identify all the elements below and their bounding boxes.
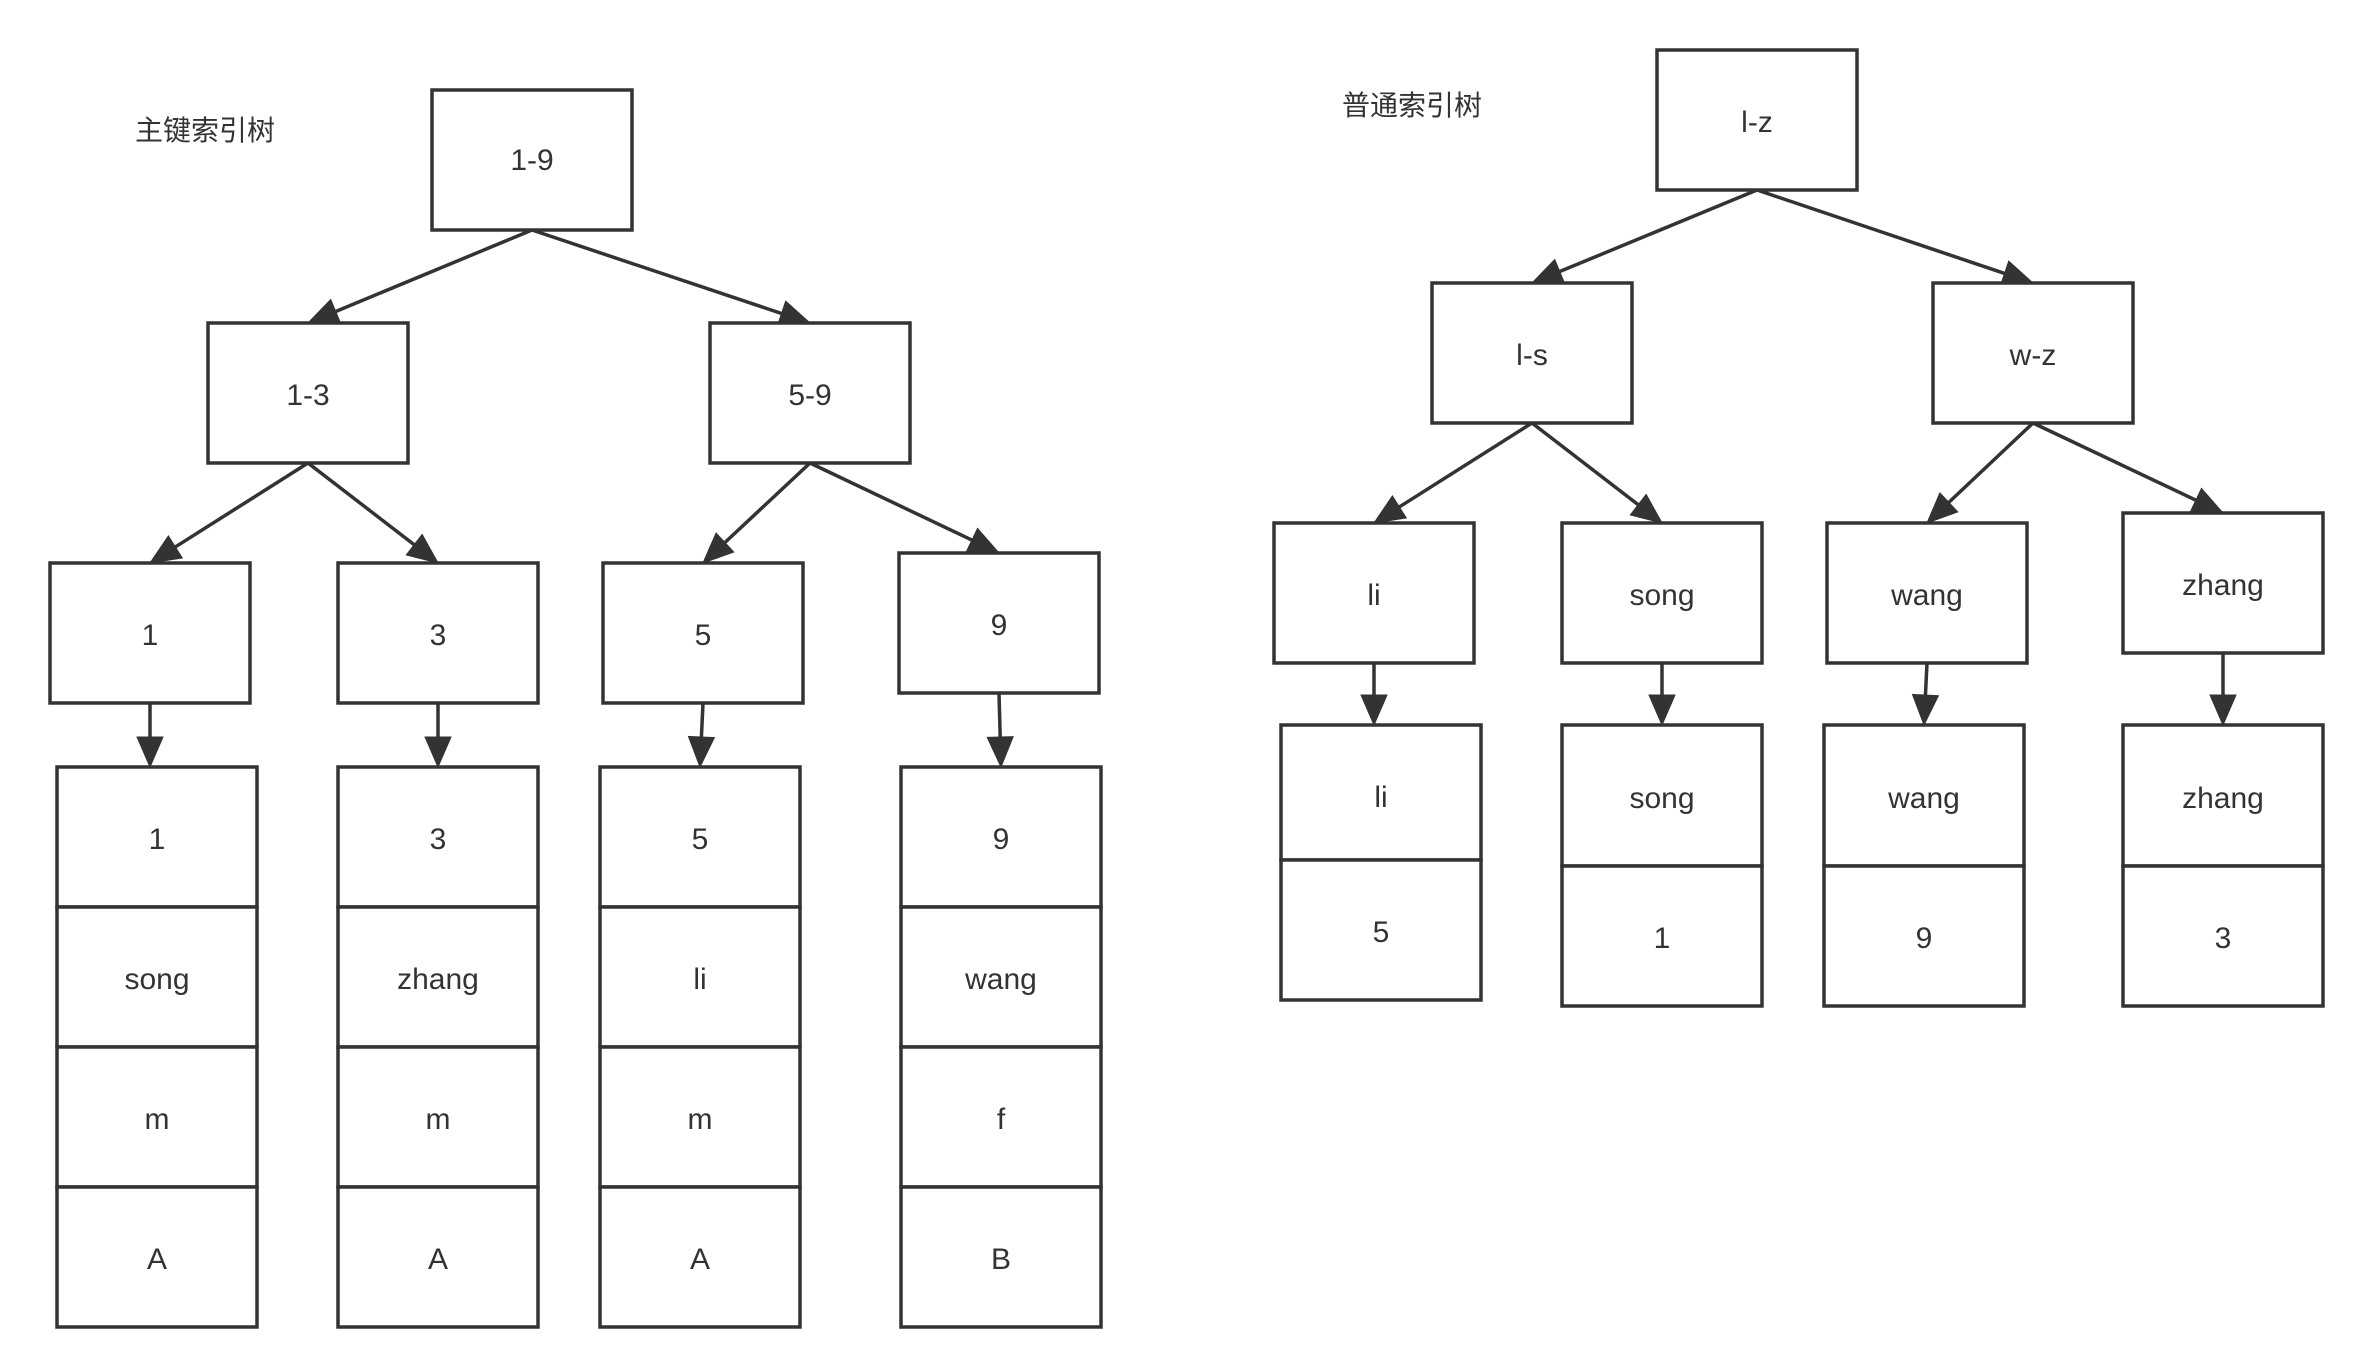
arrowhead-icon — [1372, 495, 1408, 524]
secondary-data-row: song 1 — [1560, 723, 1764, 1008]
tree-edges — [136, 188, 2237, 769]
arrowhead-icon — [424, 736, 452, 769]
row-cell: li — [1374, 781, 1387, 814]
node-label: 3 — [430, 619, 447, 652]
node-label: 1 — [142, 619, 159, 652]
primary-internal-node[interactable]: 1-3 — [206, 321, 410, 465]
edge-line — [997, 692, 1002, 738]
primary-leaf-node[interactable]: 9 — [897, 551, 1101, 695]
primary-data-row: 9 wang f B — [899, 765, 1103, 1329]
arrowhead-icon — [1911, 693, 1940, 727]
row-cell: m — [688, 1103, 713, 1136]
row-cell: li — [693, 963, 706, 996]
edge-line — [809, 461, 973, 542]
row-cell: 3 — [2215, 922, 2232, 955]
arrowhead-icon — [405, 533, 439, 564]
primary-data-row: 3 zhang m A — [336, 765, 540, 1329]
arrowhead-icon — [965, 527, 1001, 554]
row-cell: A — [428, 1243, 448, 1276]
primary-leaf-node[interactable]: 5 — [601, 561, 805, 705]
edge-line — [2032, 421, 2197, 502]
row-cell: B — [991, 1243, 1011, 1276]
primary-data-row: 5 li m A — [598, 765, 802, 1329]
row-cell: wang — [1887, 782, 1960, 815]
node-label: l-z — [1741, 106, 1773, 139]
edge-line — [531, 228, 783, 316]
node-label: li — [1367, 579, 1380, 612]
secondary-leaf-node[interactable]: song — [1560, 521, 1764, 665]
edge-line — [306, 461, 416, 547]
row-cell: zhang — [397, 963, 479, 996]
arrowhead-icon — [306, 298, 342, 325]
arrowhead-icon — [986, 736, 1014, 769]
secondary-data-row: li 5 — [1279, 723, 1483, 1002]
node-label: 5 — [695, 619, 712, 652]
arrowhead-icon — [687, 735, 716, 769]
arrowhead-icon — [702, 532, 735, 564]
node-label: song — [1629, 579, 1694, 612]
arrowhead-icon — [136, 736, 164, 769]
node-label: 1-3 — [286, 379, 329, 412]
primary-root-node[interactable]: 1-9 — [430, 88, 634, 232]
node-label: w-z — [2009, 339, 2057, 372]
row-cell: song — [1629, 782, 1694, 815]
row-cell: song — [124, 963, 189, 996]
arrowhead-icon — [1360, 694, 1388, 727]
row-cell: m — [426, 1103, 451, 1136]
secondary-internal-node[interactable]: l-s — [1430, 281, 1634, 425]
secondary-internal-node[interactable]: w-z — [1931, 281, 2135, 425]
node-label: wang — [1890, 579, 1963, 612]
arrowhead-icon — [2209, 694, 2237, 727]
row-cell: 5 — [692, 823, 709, 856]
edge-line — [1947, 421, 2035, 504]
edge-line — [1559, 188, 1758, 274]
edge-line — [723, 461, 812, 544]
row-cell: A — [690, 1243, 710, 1276]
node-label: 9 — [991, 609, 1008, 642]
arrowhead-icon — [1648, 694, 1676, 727]
arrowhead-icon — [148, 535, 184, 564]
row-cell: wang — [964, 963, 1037, 996]
primary-leaf-node[interactable]: 3 — [336, 561, 540, 705]
secondary-data-row: zhang 3 — [2121, 723, 2325, 1008]
primary-internal-node[interactable]: 5-9 — [708, 321, 912, 465]
secondary-data-row: wang 9 — [1822, 723, 2026, 1008]
row-cell: 1 — [1654, 922, 1671, 955]
edge-line — [1923, 662, 1929, 696]
arrowhead-icon — [1926, 492, 1959, 524]
row-cell: 5 — [1373, 916, 1390, 949]
row-cell: zhang — [2182, 782, 2264, 815]
edge-line — [335, 228, 533, 314]
row-cell: 1 — [149, 823, 166, 856]
primary-tree: 1-9 1-3 5-9 1 3 5 9 — [48, 88, 1103, 1329]
arrowhead-icon — [1530, 258, 1566, 285]
primary-leaf-node[interactable]: 1 — [48, 561, 252, 705]
edge-line — [699, 702, 705, 738]
arrowhead-icon — [2189, 487, 2225, 514]
node-label: 5-9 — [788, 379, 831, 412]
secondary-leaf-node[interactable]: li — [1272, 521, 1476, 665]
edge-line — [1530, 421, 1640, 507]
secondary-root-node[interactable]: l-z — [1655, 48, 1859, 192]
primary-tree-title: 主键索引树 — [135, 115, 275, 146]
secondary-leaf-node[interactable]: wang — [1825, 521, 2029, 665]
row-cell: A — [147, 1243, 167, 1276]
edge-line — [174, 461, 309, 549]
secondary-leaf-node[interactable]: zhang — [2121, 511, 2325, 655]
secondary-tree: l-z l-s w-z li song wang zhang — [1272, 48, 2325, 1008]
node-label: 1-9 — [510, 144, 553, 177]
node-label: l-s — [1516, 339, 1548, 372]
row-cell: f — [997, 1103, 1006, 1136]
edge-line — [1756, 188, 2006, 276]
row-cell: 3 — [430, 823, 447, 856]
node-label: zhang — [2182, 569, 2264, 602]
row-cell: m — [145, 1103, 170, 1136]
primary-data-row: 1 song m A — [55, 765, 259, 1329]
row-cell: 9 — [1916, 922, 1933, 955]
row-cell: 9 — [993, 823, 1010, 856]
edge-line — [1398, 421, 1533, 509]
secondary-tree-title: 普通索引树 — [1342, 90, 1482, 121]
arrowhead-icon — [1629, 493, 1663, 524]
